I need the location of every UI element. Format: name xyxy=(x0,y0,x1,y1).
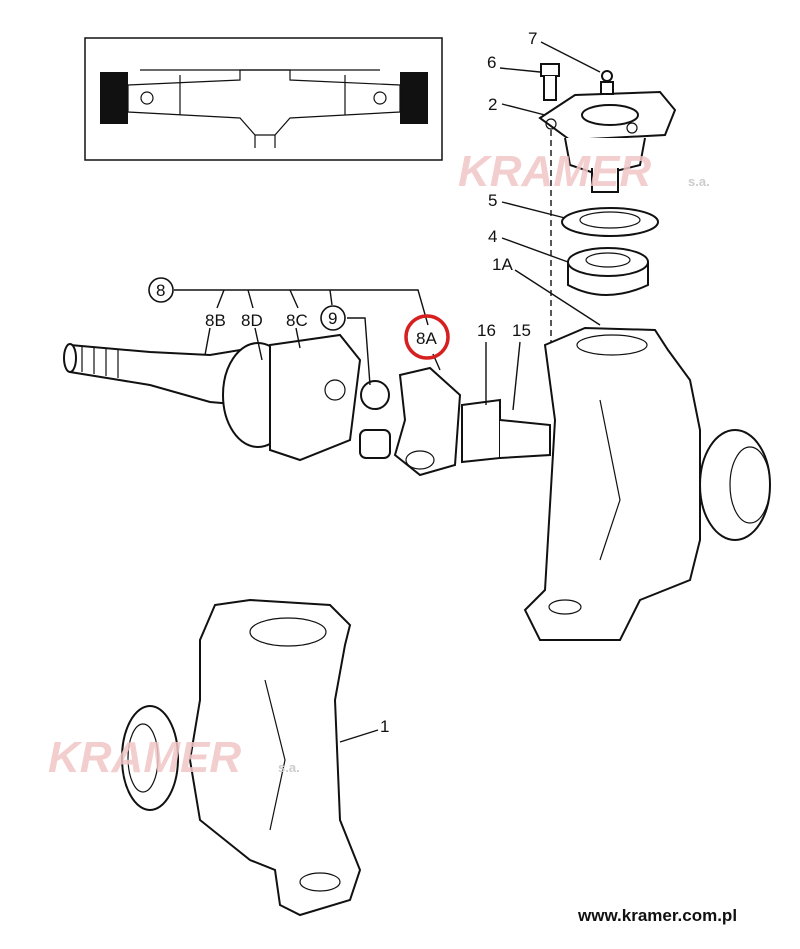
label-9-circle xyxy=(320,305,346,331)
svg-text:s.a.: s.a. xyxy=(688,174,710,189)
watermark-top: KRAMER s.a. xyxy=(458,147,710,196)
part-4-bearing xyxy=(567,247,649,296)
label-8D: 8D xyxy=(241,311,263,330)
label-4: 4 xyxy=(488,227,497,246)
part-8-driveshaft xyxy=(63,333,551,477)
label-8A: 8A xyxy=(416,329,437,348)
part-1A-knuckle xyxy=(523,326,771,641)
label-5: 5 xyxy=(488,191,497,210)
website-url[interactable]: www.kramer.com.pl xyxy=(578,906,738,925)
label-9: 9 xyxy=(328,309,337,328)
label-2: 2 xyxy=(488,95,497,114)
label-7: 7 xyxy=(528,29,537,48)
svg-text:KRAMER: KRAMER xyxy=(458,147,651,196)
watermark-bottom: KRAMER s.a. xyxy=(48,733,300,782)
label-16: 16 xyxy=(477,321,496,340)
part-5-seal xyxy=(561,207,659,237)
label-6: 6 xyxy=(487,53,496,72)
svg-text:KRAMER: KRAMER xyxy=(48,733,241,782)
part-1-knuckle xyxy=(121,598,362,917)
label-8C: 8C xyxy=(286,311,308,330)
svg-text:s.a.: s.a. xyxy=(278,760,300,775)
leader-lines xyxy=(174,41,601,743)
label-8-circle xyxy=(148,277,174,303)
label-8B: 8B xyxy=(205,311,226,330)
label-1A: 1A xyxy=(492,255,513,274)
label-1: 1 xyxy=(380,717,389,736)
axle-overview-inset xyxy=(84,37,443,161)
part-2-cap xyxy=(538,90,677,193)
label-15: 15 xyxy=(512,321,531,340)
part-7-grease-nipple xyxy=(600,70,614,95)
part-6-bolt xyxy=(540,63,560,101)
highlight-circle-8A xyxy=(404,314,450,360)
label-8: 8 xyxy=(156,281,165,300)
